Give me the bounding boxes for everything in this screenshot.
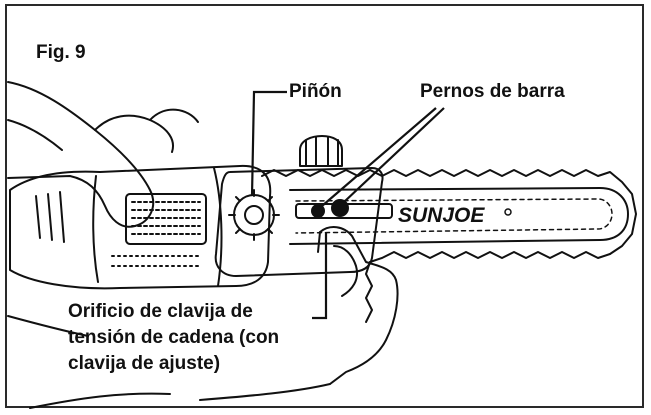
leader-perno-1 xyxy=(322,108,436,206)
sunjoe-logo: SUNJOE xyxy=(398,204,485,227)
side-cover xyxy=(216,168,383,276)
callout-orificio-line-2: tensión de cadena (con xyxy=(68,325,279,351)
bar-bolt-2 xyxy=(332,200,348,216)
figure-title: Fig. 9 xyxy=(36,42,86,64)
motor-housing xyxy=(10,166,270,288)
right-hand xyxy=(320,227,398,384)
callout-orificio-line-1: Orificio de clavija de xyxy=(68,299,279,325)
callout-pernos-de-barra: Pernos de barra xyxy=(420,81,565,103)
left-hand xyxy=(8,82,153,227)
bar-bolt-1 xyxy=(312,205,324,217)
leader-perno-2 xyxy=(344,108,444,202)
callout-orificio-clavija: Orificio de clavija de tensión de cadena… xyxy=(68,299,279,377)
callout-orificio-line-3: clavija de ajuste) xyxy=(68,351,279,377)
callout-pinon: Piñón xyxy=(289,81,342,103)
